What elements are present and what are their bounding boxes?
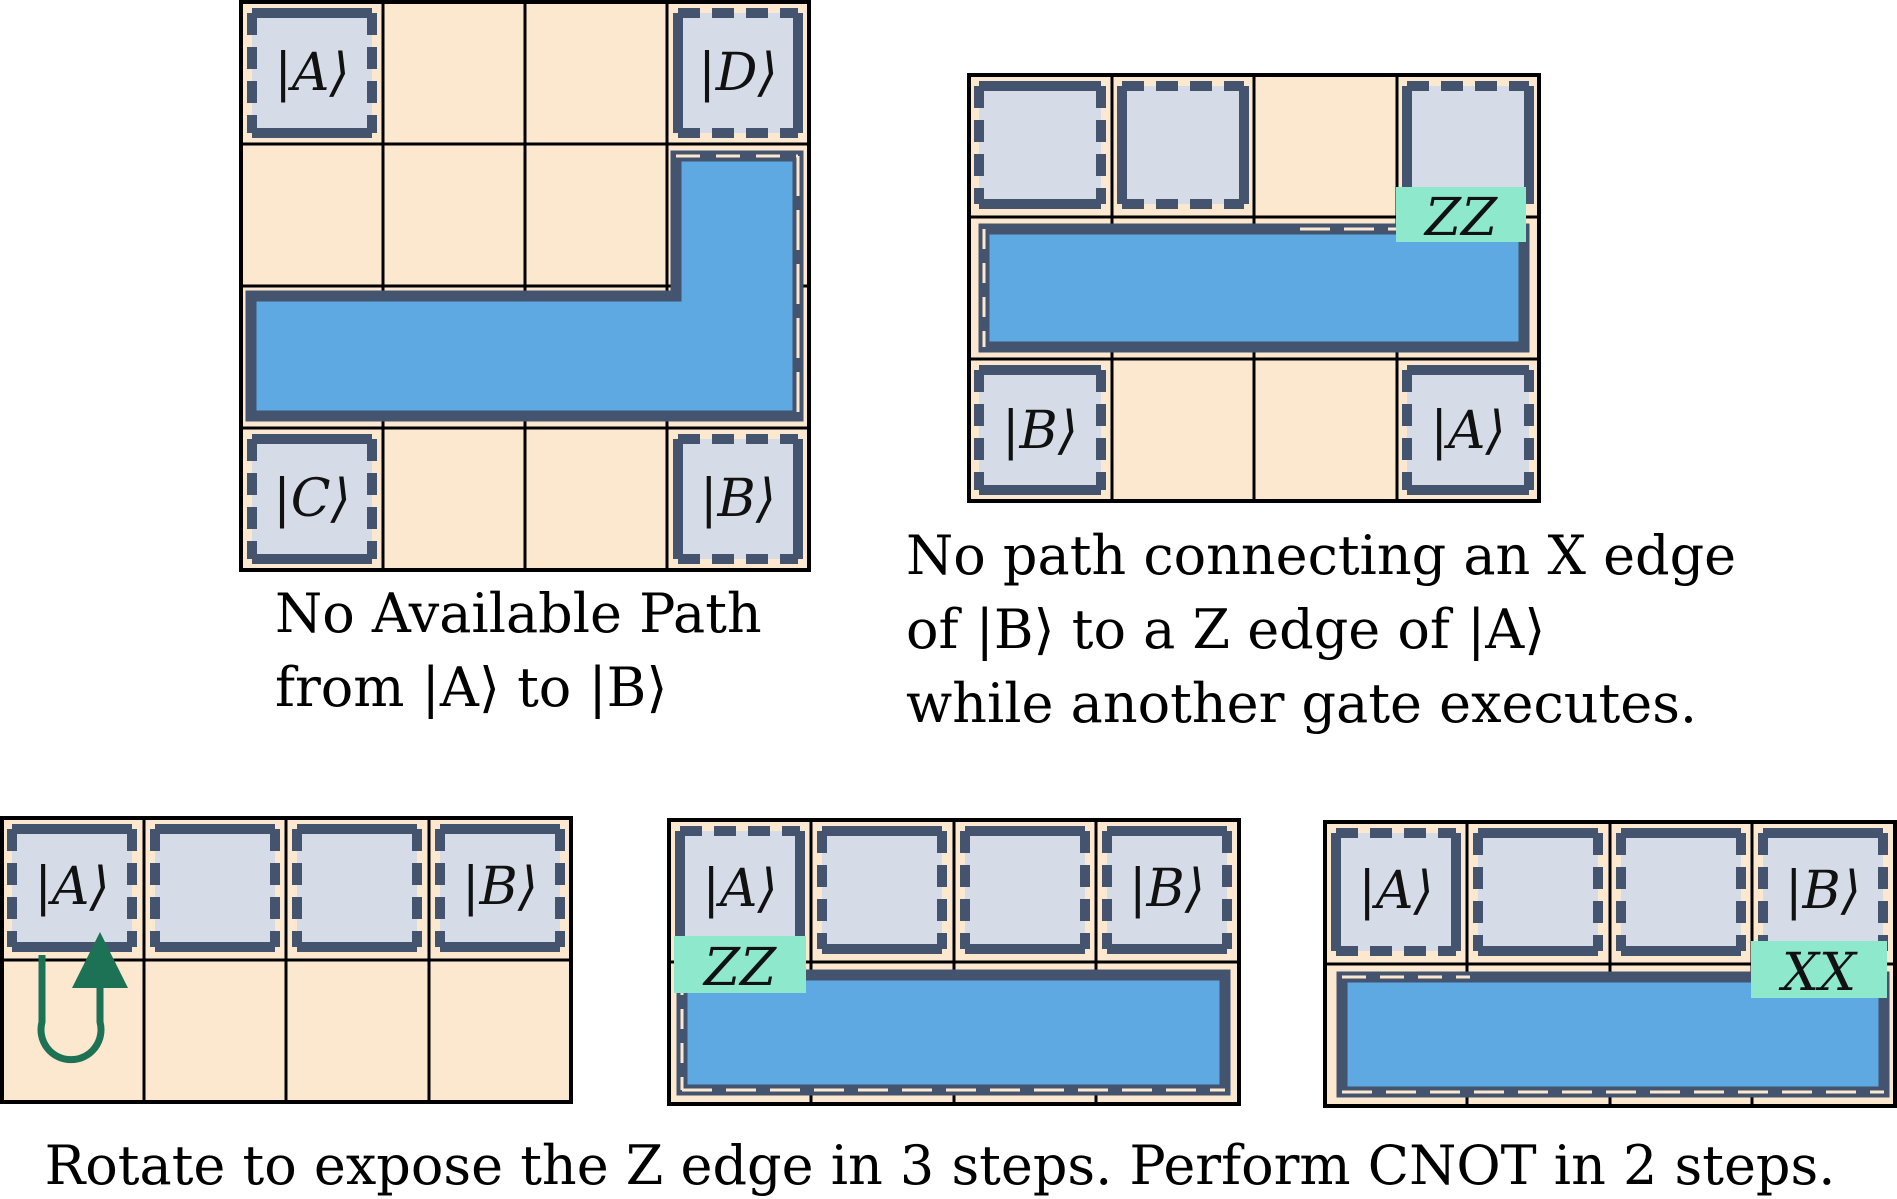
panel-1-ket-b: |B⟩ [700, 469, 776, 529]
panel-1-ket-a: |A⟩ [274, 43, 349, 103]
panel-5-patch-2 [1473, 828, 1603, 956]
panel-4-patch-a: |A⟩ [675, 826, 805, 949]
panel-2-zz-label-box [1396, 187, 1526, 242]
panel-1-patch-b: |B⟩ [673, 434, 803, 564]
bottom-caption: Rotate to expose the Z edge in 3 steps. … [45, 1134, 1836, 1197]
panel-5: |A⟩ |B⟩ XX [1323, 820, 1897, 1108]
panel-4: |A⟩ |B⟩ ZZ [667, 818, 1241, 1106]
panel-2-patch-top-2 [1117, 81, 1249, 209]
panel-2-caption-line-3: while another gate executes. [906, 672, 1697, 735]
panel-3: |A⟩ |B⟩ [0, 816, 573, 1104]
panel-1-caption-line-1: No Available Path [275, 582, 762, 645]
panel-4-zz-label-box [674, 936, 806, 993]
panel-5-patch-a: |A⟩ [1331, 828, 1461, 956]
panel-3-patch-3 [292, 824, 422, 952]
rotation-loop-arrow-icon [37, 932, 128, 1064]
panel-5-ket-b: |B⟩ [1785, 861, 1861, 921]
panel-3-patch-b: |B⟩ [435, 824, 565, 952]
panel-1-patch-d: |D⟩ [673, 8, 803, 138]
panel-2-patch-top-4 [1402, 81, 1534, 204]
panel-2-patch-top-1 [974, 81, 1106, 209]
panel-2-zz-label: ZZ [1423, 188, 1498, 248]
panel-5-ket-a: |A⟩ [1358, 861, 1433, 921]
panel-1-patch-c: |C⟩ [247, 434, 377, 564]
panel-4-patch-2 [817, 826, 947, 954]
panel-4-ket-b: |B⟩ [1129, 859, 1205, 919]
panel-2-ket-a: |A⟩ [1430, 401, 1505, 461]
panel-2-caption-line-1: No path connecting an X edge [906, 524, 1736, 587]
panel-2-patch-a: |A⟩ [1402, 365, 1534, 495]
panel-5-patch-3 [1616, 828, 1746, 956]
panel-3-patch-2 [150, 824, 280, 952]
panel-1-ket-d: |D⟩ [698, 43, 778, 103]
panel-5-patch-b: |B⟩ [1758, 828, 1888, 951]
panel-2-ket-b: |B⟩ [1002, 401, 1078, 461]
panel-2-caption-line-2: of |B⟩ to a Z edge of |A⟩ [906, 598, 1545, 661]
panel-3-patch-a: |A⟩ [7, 824, 137, 952]
panel-5-xx-label-box [1751, 941, 1887, 998]
panel-5-xx-label: XX [1778, 943, 1858, 1003]
panel-4-patch-b: |B⟩ [1102, 826, 1232, 954]
panel-2-patch-b: |B⟩ [974, 365, 1106, 495]
panel-1-grid-lines [241, 2, 809, 570]
panel-1-ket-c: |C⟩ [273, 469, 351, 529]
panel-3-ket-b: |B⟩ [462, 857, 538, 917]
panel-1-patch-a: |A⟩ [247, 8, 377, 138]
panel-3-ket-a: |A⟩ [34, 857, 109, 917]
panel-4-patch-3 [960, 826, 1090, 954]
panel-1-caption-line-2: from |A⟩ to |B⟩ [275, 656, 667, 719]
panel-1: |A⟩ |D⟩ |C⟩ |B⟩ No Ava [239, 0, 811, 719]
panel-2: ZZ |B⟩ |A⟩ No path connecting an X edge … [906, 73, 1736, 735]
panel-4-ket-a: |A⟩ [702, 859, 777, 919]
panel-4-zz-label: ZZ [702, 938, 777, 998]
